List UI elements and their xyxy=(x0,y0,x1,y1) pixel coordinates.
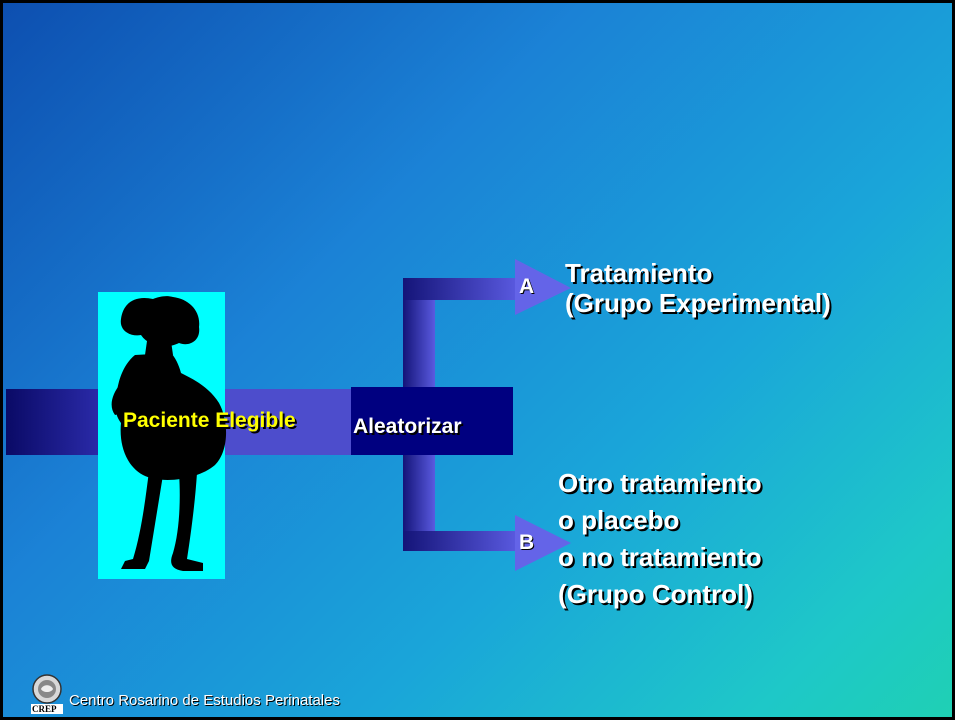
crep-logo-text: CREP xyxy=(32,704,57,714)
branch-a-horizontal xyxy=(403,278,518,300)
branch-a-letter: A xyxy=(519,275,535,298)
branch-b-line2: o placebo xyxy=(558,505,680,535)
branch-b-description: Otro tratamiento o placebo o no tratamie… xyxy=(558,465,762,613)
patient-silhouette-icon xyxy=(111,296,227,571)
branch-a-line2: (Grupo Experimental) xyxy=(565,288,831,318)
connector-bar xyxy=(225,389,353,455)
branch-a-description: Tratamiento (Grupo Experimental) xyxy=(565,258,831,318)
patient-label: Paciente Elegible xyxy=(123,409,296,432)
org-name: Centro Rosarino de Estudios Perinatales xyxy=(69,691,340,709)
branch-b-line3: o no tratamiento xyxy=(558,542,762,572)
branch-b-horizontal xyxy=(403,531,518,551)
branch-b-arrowhead xyxy=(515,515,571,571)
randomize-label: Aleatorizar xyxy=(353,415,462,438)
footer: CREP Centro Rosarino de Estudios Perinat… xyxy=(27,673,340,715)
branch-a-line1: Tratamiento xyxy=(565,258,713,288)
branch-b-letter: B xyxy=(519,531,535,554)
randomize-box xyxy=(351,387,513,455)
crep-logo-icon: CREP xyxy=(27,673,67,715)
branch-a-arrowhead xyxy=(515,259,571,315)
branch-b-line4: (Grupo Control) xyxy=(558,579,753,609)
flow-diagram xyxy=(6,259,571,579)
incoming-bar xyxy=(6,389,99,455)
branch-b-line1: Otro tratamiento xyxy=(558,468,762,498)
